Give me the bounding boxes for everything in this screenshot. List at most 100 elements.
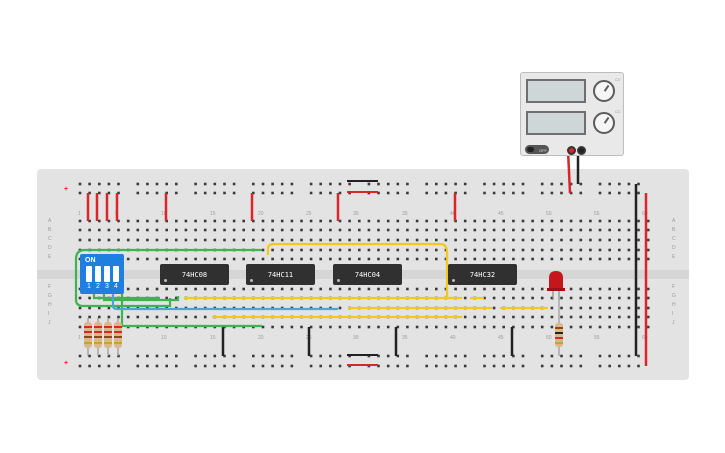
breadboard-hole[interactable] xyxy=(415,257,419,261)
breadboard-hole[interactable] xyxy=(242,238,245,242)
breadboard-hole[interactable] xyxy=(309,287,313,291)
breadboard-hole[interactable] xyxy=(175,191,178,195)
resistor[interactable] xyxy=(555,300,563,356)
breadboard-hole[interactable] xyxy=(473,219,477,223)
breadboard-hole[interactable] xyxy=(608,306,611,310)
breadboard-hole[interactable] xyxy=(155,228,159,232)
breadboard-hole[interactable] xyxy=(608,296,611,300)
breadboard-hole[interactable] xyxy=(309,228,313,232)
breadboard-hole[interactable] xyxy=(502,287,505,291)
breadboard-hole[interactable] xyxy=(348,325,351,329)
breadboard-hole[interactable] xyxy=(608,182,611,186)
breadboard-hole[interactable] xyxy=(88,354,91,358)
breadboard-hole[interactable] xyxy=(232,182,236,186)
breadboard-hole[interactable] xyxy=(329,238,332,242)
breadboard-hole[interactable] xyxy=(319,182,322,186)
breadboard-hole[interactable] xyxy=(223,219,226,223)
breadboard-hole[interactable] xyxy=(309,238,313,242)
breadboard-hole[interactable] xyxy=(550,257,554,261)
breadboard-hole[interactable] xyxy=(367,287,371,291)
breadboard-hole[interactable] xyxy=(146,315,149,319)
chip-74hc11[interactable]: 74HC11 xyxy=(246,264,315,285)
breadboard-hole[interactable] xyxy=(521,182,525,186)
resistor[interactable] xyxy=(114,318,122,356)
breadboard-hole[interactable] xyxy=(261,257,265,261)
breadboard-hole[interactable] xyxy=(454,257,457,261)
breadboard-hole[interactable] xyxy=(560,296,563,300)
breadboard-hole[interactable] xyxy=(98,182,101,186)
breadboard-hole[interactable] xyxy=(502,364,505,368)
breadboard-hole[interactable] xyxy=(338,354,342,358)
breadboard-hole[interactable] xyxy=(598,182,602,186)
breadboard-hole[interactable] xyxy=(637,219,640,223)
breadboard-hole[interactable] xyxy=(435,287,438,291)
breadboard-hole[interactable] xyxy=(290,325,294,329)
breadboard-hole[interactable] xyxy=(637,248,640,252)
breadboard-hole[interactable] xyxy=(569,354,573,358)
breadboard-hole[interactable] xyxy=(492,219,496,223)
breadboard-hole[interactable] xyxy=(569,257,573,261)
breadboard-hole[interactable] xyxy=(512,325,515,329)
breadboard-hole[interactable] xyxy=(444,182,448,186)
breadboard-hole[interactable] xyxy=(589,315,592,319)
breadboard-hole[interactable] xyxy=(473,325,477,329)
breadboard-hole[interactable] xyxy=(521,238,525,242)
breadboard-hole[interactable] xyxy=(309,257,313,261)
wire-blue[interactable] xyxy=(111,290,338,311)
breadboard-hole[interactable] xyxy=(425,228,428,232)
breadboard-hole[interactable] xyxy=(512,364,515,368)
breadboard-hole[interactable] xyxy=(531,238,534,242)
breadboard-hole[interactable] xyxy=(88,219,91,223)
breadboard-hole[interactable] xyxy=(165,257,168,261)
breadboard-hole[interactable] xyxy=(203,287,207,291)
breadboard-hole[interactable] xyxy=(300,219,303,223)
breadboard-hole[interactable] xyxy=(319,191,322,195)
breadboard-hole[interactable] xyxy=(117,315,120,319)
breadboard-hole[interactable] xyxy=(473,228,477,232)
breadboard-hole[interactable] xyxy=(637,306,640,310)
breadboard-hole[interactable] xyxy=(358,287,361,291)
breadboard-hole[interactable] xyxy=(290,191,294,195)
breadboard-hole[interactable] xyxy=(569,228,573,232)
breadboard-hole[interactable] xyxy=(627,248,631,252)
breadboard-hole[interactable] xyxy=(627,182,631,186)
breadboard-hole[interactable] xyxy=(550,238,554,242)
breadboard-hole[interactable] xyxy=(223,287,226,291)
breadboard-hole[interactable] xyxy=(560,248,563,252)
breadboard-hole[interactable] xyxy=(261,191,265,195)
breadboard-hole[interactable] xyxy=(560,315,563,319)
breadboard-hole[interactable] xyxy=(165,315,168,319)
breadboard-hole[interactable] xyxy=(348,257,351,261)
breadboard-hole[interactable] xyxy=(560,238,563,242)
breadboard-hole[interactable] xyxy=(348,238,351,242)
breadboard-hole[interactable] xyxy=(348,228,351,232)
breadboard-hole[interactable] xyxy=(261,354,265,358)
breadboard-hole[interactable] xyxy=(203,364,207,368)
breadboard-hole[interactable] xyxy=(598,238,602,242)
breadboard-hole[interactable] xyxy=(589,257,592,261)
breadboard-hole[interactable] xyxy=(521,257,525,261)
breadboard-hole[interactable] xyxy=(444,191,448,195)
breadboard-hole[interactable] xyxy=(78,296,82,300)
breadboard-hole[interactable] xyxy=(550,228,554,232)
breadboard-hole[interactable] xyxy=(358,248,361,252)
breadboard-hole[interactable] xyxy=(435,364,438,368)
resistor[interactable] xyxy=(104,318,112,356)
breadboard-hole[interactable] xyxy=(386,354,390,358)
breadboard-hole[interactable] xyxy=(232,364,236,368)
breadboard-hole[interactable] xyxy=(540,228,544,232)
breadboard-hole[interactable] xyxy=(454,325,457,329)
breadboard-hole[interactable] xyxy=(415,287,419,291)
breadboard-hole[interactable] xyxy=(579,219,583,223)
breadboard-hole[interactable] xyxy=(579,287,583,291)
breadboard-hole[interactable] xyxy=(435,191,438,195)
breadboard-hole[interactable] xyxy=(560,182,563,186)
dip-toggle-4[interactable] xyxy=(113,266,119,282)
breadboard-hole[interactable] xyxy=(136,287,140,291)
breadboard-hole[interactable] xyxy=(540,364,544,368)
breadboard-hole[interactable] xyxy=(348,219,351,223)
breadboard-hole[interactable] xyxy=(155,287,159,291)
breadboard-hole[interactable] xyxy=(232,257,236,261)
breadboard-hole[interactable] xyxy=(232,287,236,291)
breadboard-hole[interactable] xyxy=(560,354,563,358)
